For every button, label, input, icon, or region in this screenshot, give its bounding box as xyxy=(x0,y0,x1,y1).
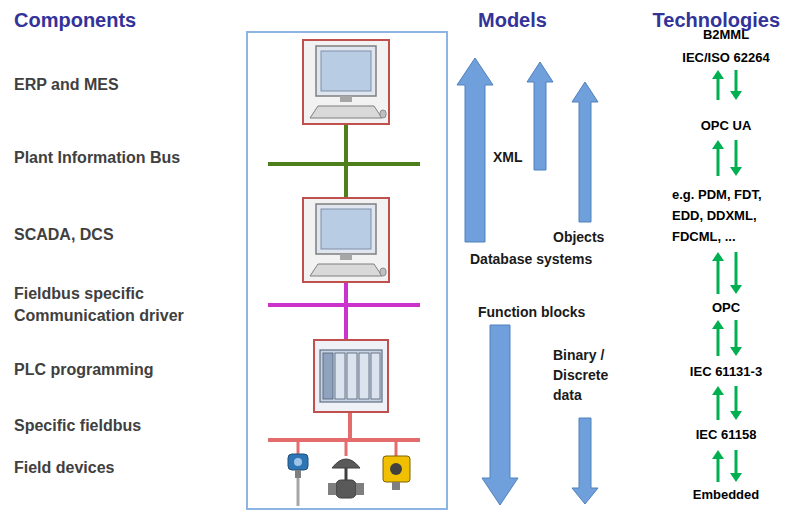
arrow-head xyxy=(730,167,742,176)
component-label: ERP and MES xyxy=(14,75,229,95)
plant-information-bus xyxy=(268,124,420,198)
column-heading: Components xyxy=(14,8,174,33)
arrow-head xyxy=(730,91,742,100)
arrow-head xyxy=(730,473,742,482)
arrow-head xyxy=(730,347,742,356)
component-label: Plant Information Bus xyxy=(14,147,189,169)
technology-label: e.g. PDM, FDT, EDD, DDXML, FDCML, ... xyxy=(672,184,780,247)
up-arrow xyxy=(717,78,720,100)
model-label: Database systems xyxy=(470,250,620,268)
component-label: Fieldbus specific Communication driver xyxy=(14,283,229,327)
model-label: XML xyxy=(493,148,533,166)
arrow-head xyxy=(730,285,742,294)
arrow-head xyxy=(712,252,724,261)
model-label: Binary / Discrete data xyxy=(553,345,625,405)
communication-driver-bus xyxy=(268,282,420,340)
up-arrow xyxy=(717,394,720,420)
component-label: SCADA, DCS xyxy=(14,225,229,245)
column-heading: Models xyxy=(478,8,578,33)
model-arrow xyxy=(457,58,598,505)
down-arrow xyxy=(735,140,738,168)
model-label: Objects xyxy=(553,228,633,246)
model-label: Function blocks xyxy=(478,303,628,321)
plc-rack xyxy=(314,340,388,412)
up-arrow xyxy=(717,260,720,294)
technology-label: B2MML xyxy=(672,27,780,43)
up-arrow xyxy=(717,328,720,356)
technology-label: IEC 61131-3 xyxy=(672,364,780,380)
arrow-head xyxy=(730,411,742,420)
up-arrow xyxy=(717,458,720,482)
arrow-head xyxy=(712,140,724,149)
component-label: Field devices xyxy=(14,458,229,478)
component-label: Specific fieldbus xyxy=(14,416,229,436)
frame xyxy=(247,32,447,509)
arrow-head xyxy=(712,320,724,329)
control-valve xyxy=(328,459,364,498)
down-arrow xyxy=(735,252,738,286)
arrow-head xyxy=(712,386,724,395)
arrow-head xyxy=(712,70,724,79)
arrow-head xyxy=(712,450,724,459)
down-arrow xyxy=(735,386,738,412)
technology-label: OPC xyxy=(672,300,780,316)
technology-label: Embedded xyxy=(672,487,780,503)
technology-label: IEC/ISO 62264 xyxy=(672,50,780,66)
computer-icon xyxy=(303,40,389,124)
component-label: PLC programming xyxy=(14,360,229,380)
field-device-box xyxy=(383,456,410,490)
computer-icon xyxy=(303,198,389,282)
up-arrow xyxy=(717,148,720,176)
down-arrow xyxy=(735,70,738,92)
down-arrow xyxy=(735,320,738,348)
down-arrow xyxy=(735,450,738,474)
pressure-transmitter xyxy=(288,454,308,506)
technology-label: IEC 61158 xyxy=(672,427,780,443)
fieldbus xyxy=(268,412,420,456)
technology-label: OPC UA xyxy=(672,118,780,134)
